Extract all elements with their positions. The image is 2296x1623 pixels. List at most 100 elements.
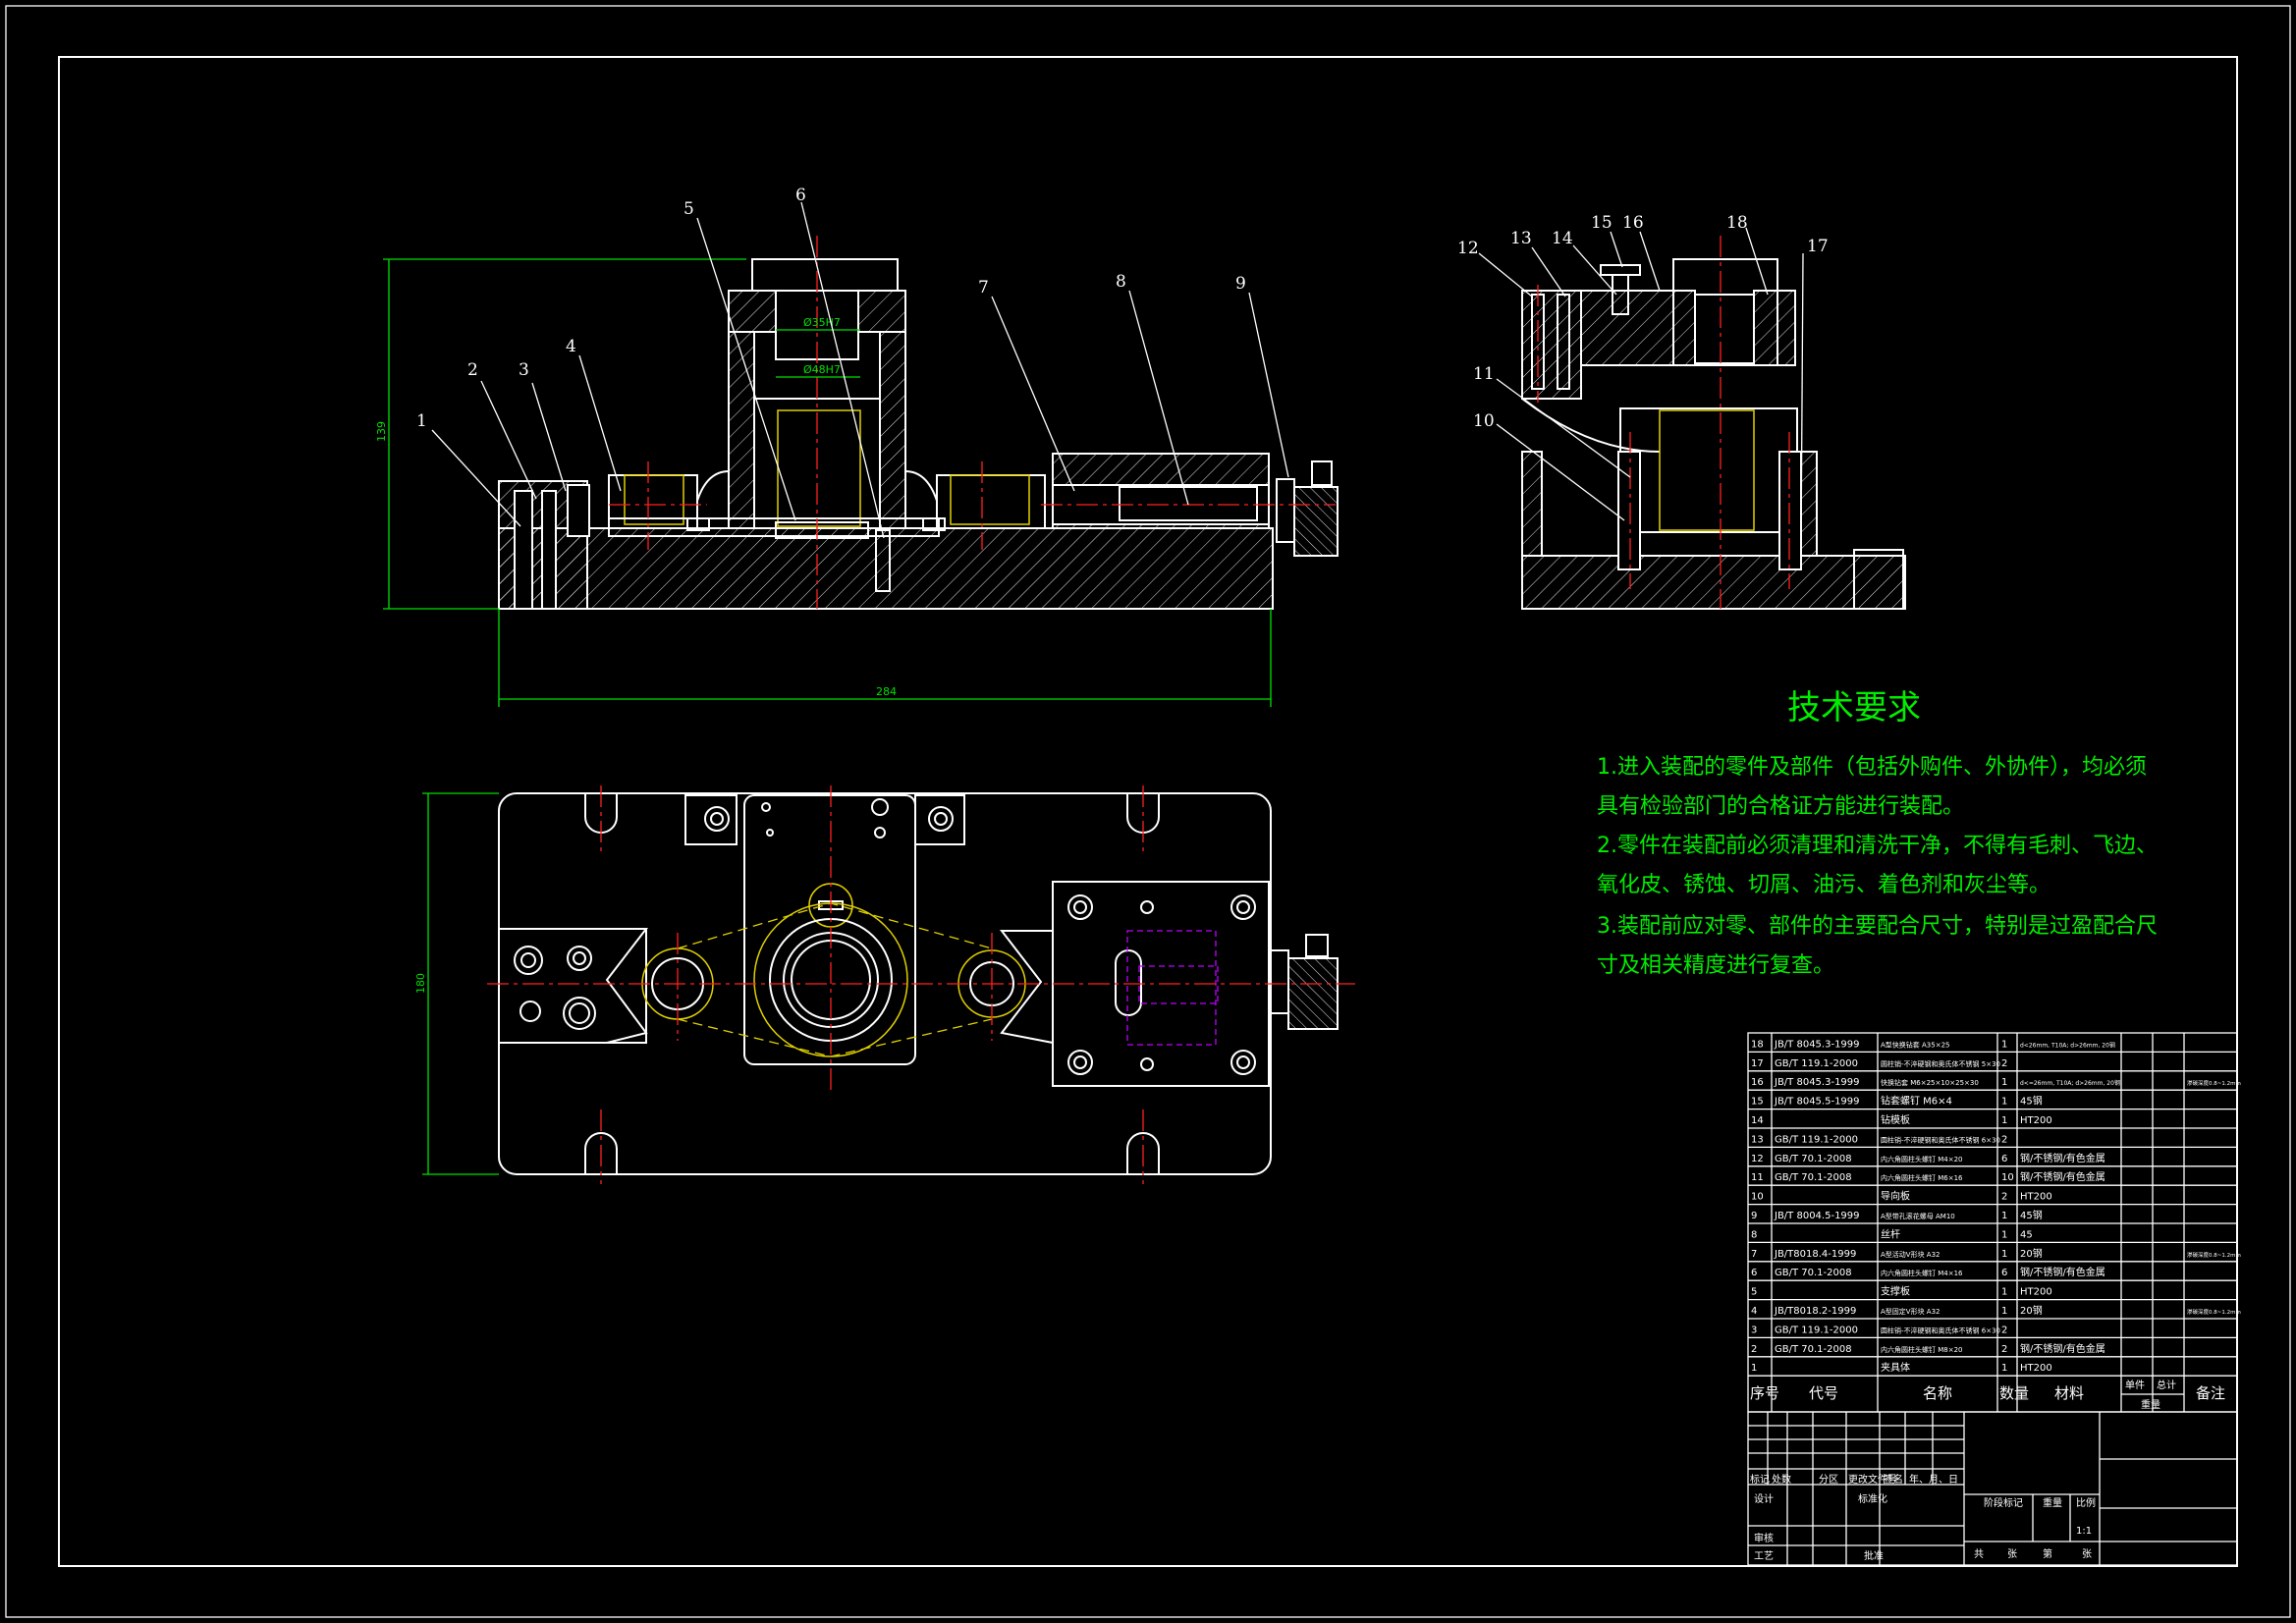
bom-cell-name: 钻套螺钉 M6×4 (1881, 1095, 1952, 1108)
tb-sheets-unit: 张 (2007, 1548, 2017, 1560)
bom-cell-name: 支撑板 (1881, 1285, 1910, 1298)
bom-cell-code: GB/T 70.1-2008 (1775, 1268, 1852, 1278)
bom-cell-qty: 6 (2001, 1268, 2007, 1278)
length-dim: 284 (876, 685, 897, 698)
tb-weight: 重量 (2043, 1496, 2062, 1509)
plan-view: 180 (414, 785, 1355, 1184)
tb-scale: 比例 (2076, 1496, 2096, 1509)
bom-cell-qty: 1 (2001, 1039, 2007, 1050)
bom-cell-no: 2 (1751, 1344, 1757, 1355)
bom-cell-no: 8 (1751, 1229, 1757, 1240)
callout-15: 15 (1591, 213, 1613, 233)
tb-scale-value: 1:1 (2076, 1526, 2092, 1537)
bom-cell-remark: 渗碳深度0.8~1.2mm (2187, 1308, 2241, 1316)
tech-req-line-1: 1.进入装配的零件及部件（包括外购件、外协件），均必须 (1597, 755, 2147, 780)
bom-cell-no: 4 (1751, 1306, 1757, 1317)
tb-zone: 分区 (1819, 1474, 1838, 1486)
tb-approve: 批准 (1864, 1549, 1884, 1562)
bom-cell-material: HT200 (2020, 1115, 2052, 1126)
front-view-callouts: 1 2 3 4 5 6 7 8 9 (416, 186, 1289, 539)
bom-cell-name: A型活动V形块 A32 (1881, 1250, 1941, 1259)
bom-cell-name: A型快换钻套 A35×25 (1881, 1040, 1949, 1049)
bom-cell-name: A型带孔滚花螺母 AM10 (1881, 1212, 1955, 1220)
bom-cell-code: GB/T 70.1-2008 (1775, 1172, 1852, 1183)
callout-2: 2 (467, 360, 478, 380)
bom-cell-name: 快换钻套 M6×25×10×25×30 (1881, 1078, 1979, 1087)
bom-header-no: 序号 (1750, 1384, 1779, 1402)
bom-cell-no: 3 (1751, 1325, 1757, 1335)
bore-lower-dim: Ø48H7 (803, 363, 841, 376)
bom-cell-qty: 10 (2001, 1172, 2014, 1183)
callout-18: 18 (1726, 213, 1748, 233)
bom-cell-no: 5 (1751, 1287, 1757, 1298)
bom-cell-name: 丝杆 (1881, 1228, 1900, 1240)
callout-17: 17 (1807, 237, 1829, 256)
bom-cell-no: 11 (1751, 1172, 1764, 1183)
bom-cell-qty: 2 (2001, 1134, 2007, 1145)
bom-cell-qty: 1 (2001, 1363, 2007, 1374)
bore-upper-dim: Ø35H7 (803, 316, 841, 329)
bom-cell-material: 钢/不锈钢/有色金属 (2020, 1342, 2105, 1355)
bom-cell-material: 钢/不锈钢/有色金属 (2020, 1152, 2105, 1164)
bom-cell-qty: 2 (2001, 1325, 2007, 1335)
plan-width-dim: 180 (414, 973, 427, 994)
height-dim: 139 (375, 421, 388, 442)
callout-14: 14 (1552, 229, 1573, 248)
bom-cell-no: 7 (1751, 1249, 1757, 1260)
bom-cell-code: GB/T 70.1-2008 (1775, 1154, 1852, 1164)
tb-review: 审核 (1754, 1532, 1774, 1544)
sheet-border (5, 5, 2291, 1618)
bom-cell-no: 13 (1751, 1134, 1764, 1145)
bom-cell-material: 钢/不锈钢/有色金属 (2020, 1266, 2105, 1278)
bom-cell-no: 17 (1751, 1058, 1764, 1069)
callout-3: 3 (519, 360, 529, 380)
bom-cell-qty: 1 (2001, 1097, 2007, 1108)
callout-13: 13 (1510, 229, 1532, 248)
bom-cell-qty: 1 (2001, 1077, 2007, 1088)
bom-cell-material: d<26mm, T10A; d>26mm, 20钢 (2020, 1041, 2115, 1049)
bom-cell-qty: 1 (2001, 1211, 2007, 1221)
bom-cell-no: 15 (1751, 1097, 1764, 1108)
callout-8: 8 (1116, 272, 1126, 292)
side-section-view (1521, 236, 1906, 610)
bom-cell-qty: 1 (2001, 1306, 2007, 1317)
tb-change-doc: 更改文件号 (1848, 1473, 1897, 1486)
bom-cell-material: 45钢 (2020, 1209, 2043, 1221)
tech-req-line-4: 氧化皮、锈蚀、切屑、油污、着色剂和灰尘等。 (1597, 873, 2050, 897)
bom-cell-material: 20钢 (2020, 1247, 2043, 1260)
bom-cell-material: 钢/不锈钢/有色金属 (2020, 1170, 2105, 1183)
callout-7: 7 (978, 278, 989, 298)
bom-cell-remark: 渗碳深度0.8~1.2mm (2187, 1251, 2241, 1259)
bom-header-material: 材料 (2054, 1384, 2084, 1402)
bom-cell-code: GB/T 119.1-2000 (1775, 1134, 1858, 1145)
bom-header-weight: 重量 (2141, 1398, 2160, 1411)
bom-cell-name: 导向板 (1881, 1190, 1910, 1203)
bom-cell-code: GB/T 119.1-2000 (1775, 1058, 1858, 1069)
bom-cell-remark: 渗碳深度0.8~1.2mm (2187, 1079, 2241, 1087)
bom-cell-code: GB/T 70.1-2008 (1775, 1344, 1852, 1355)
tb-stage-mark: 阶段标记 (1984, 1496, 2023, 1509)
callout-5: 5 (683, 199, 694, 219)
tb-mark: 标记 (1750, 1474, 1770, 1486)
bom-cell-qty: 1 (2001, 1249, 2007, 1260)
callout-4: 4 (566, 337, 576, 356)
bom-cell-code: JB/T8018.4-1999 (1774, 1249, 1856, 1260)
bom-cell-no: 14 (1751, 1115, 1764, 1126)
callout-9: 9 (1235, 274, 1246, 294)
bom-cell-no: 10 (1751, 1192, 1764, 1203)
bom-cell-name: 内六角圆柱头螺钉 M6×16 (1881, 1173, 1963, 1182)
bom-cell-name: 圆柱销-不淬硬钢和奥氏体不锈钢 5×30 (1881, 1059, 2000, 1068)
callout-10: 10 (1473, 411, 1495, 431)
callout-11: 11 (1473, 364, 1495, 384)
side-view-callouts: 12 13 14 15 16 18 17 11 10 (1457, 213, 1829, 551)
bom-cell-name: 内六角圆柱头螺钉 M4×16 (1881, 1269, 1963, 1277)
tech-req-line-2: 具有检验部门的合格证方能进行装配。 (1597, 794, 1964, 819)
bom-cell-no: 9 (1751, 1211, 1757, 1221)
bom-cell-qty: 6 (2001, 1154, 2007, 1164)
tb-date: 年、月、日 (1909, 1473, 1958, 1486)
bom-cell-qty: 1 (2001, 1287, 2007, 1298)
tech-req-line-5: 3.装配前应对零、部件的主要配合尺寸，特别是过盈配合尺 (1597, 914, 2158, 939)
bom-cell-no: 18 (1751, 1039, 1764, 1050)
callout-1: 1 (416, 411, 427, 431)
